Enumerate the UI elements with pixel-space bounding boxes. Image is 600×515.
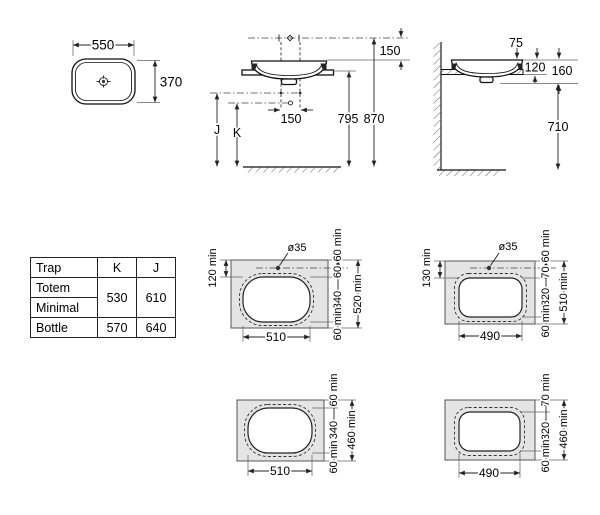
- faucet-mark-diamond: [286, 34, 294, 42]
- dim-870-label: 870: [364, 112, 385, 126]
- trap-bottle-cell: Bottle: [30, 317, 98, 338]
- basin-footprint-outline: [454, 273, 527, 322]
- front-view: 150 J K 795 870 150: [210, 28, 410, 173]
- dim-490-label: 490: [480, 329, 500, 343]
- k-header-cell: K: [97, 257, 137, 278]
- cutout-outline: [458, 277, 523, 318]
- floor-hatch-side: [439, 170, 500, 176]
- trap-header-cell: Trap: [30, 257, 98, 278]
- dim-k-label: K: [233, 126, 242, 140]
- k-570-cell: 570: [97, 317, 137, 338]
- dim-j-label: J: [214, 123, 220, 137]
- dim-70-label: 70: [540, 266, 552, 278]
- trap-minimal-cell: Minimal: [30, 297, 98, 318]
- dim-320-label: 320: [540, 422, 552, 440]
- dim-460min-label: 460 min: [346, 410, 358, 449]
- dim-550-label: 550: [92, 38, 115, 53]
- trap-totem-cell: Totem: [30, 277, 98, 298]
- drain-icon: [96, 75, 111, 88]
- basin-front-profile: [250, 60, 328, 80]
- cutout-template-a: ø35 120 min 60 min 60 340 60 min 520 min…: [205, 227, 366, 346]
- cutout-template-c: 60 min 340 60 min 460 min 510: [236, 372, 360, 480]
- table-row: Trap K J: [30, 257, 176, 278]
- dim-120-label: 120: [525, 61, 546, 75]
- mount-clip-right: [320, 63, 327, 70]
- dim-70min-top-label: 70 min: [540, 373, 552, 406]
- dim-340-label: 340: [332, 291, 344, 309]
- dim-490-label: 490: [479, 466, 499, 480]
- hole-diameter-label: ø35: [288, 242, 307, 254]
- basin-rim-inner: [75, 62, 132, 101]
- basin-footprint-outline: [454, 407, 525, 456]
- dim-60min-bottom-label: 60 min: [332, 307, 344, 340]
- j-610-cell: 610: [136, 277, 176, 318]
- floor-hatch-front: [247, 167, 340, 173]
- dim-120min-label: 120 min: [207, 248, 219, 287]
- table-row: Bottle 570 640: [30, 317, 176, 338]
- dim-75-label: 75: [509, 36, 523, 50]
- j-640-cell: 640: [136, 317, 176, 338]
- hole-diameter-label: ø35: [499, 241, 518, 253]
- dim-60min-bottom-label: 60 min: [328, 440, 340, 473]
- dim-150-top-label: 150: [380, 44, 401, 58]
- table-row: Minimal: [30, 297, 176, 318]
- dim-60min-top-label: 60 min: [328, 373, 340, 406]
- dim-520min-label: 520 min: [352, 274, 364, 313]
- j-header-cell: J: [136, 257, 176, 278]
- cutout-outline: [458, 411, 521, 452]
- wall-hatch: [433, 43, 441, 170]
- basin-footprint-outline: [239, 273, 314, 326]
- drain-trap-side: [479, 76, 494, 84]
- dim-160-label: 160: [552, 64, 573, 78]
- dim-60min-bottom-label: 60 min: [540, 439, 552, 472]
- dim-60min-bottom-label: 60 min: [540, 304, 552, 337]
- plan-view: 550 370: [71, 36, 184, 105]
- dim-60min-top-label: 60 min: [332, 228, 344, 261]
- cutout-template-b: ø35 130 min 60 min 70 320 60 min 510 min…: [419, 228, 572, 345]
- dim-130min-label: 130 min: [421, 248, 433, 287]
- dim-150-center-label: 150: [281, 112, 302, 126]
- table-row: Totem 530 610: [30, 277, 176, 318]
- k-530-cell: 530: [97, 277, 137, 318]
- dim-60min-top-label: 60 min: [540, 229, 552, 262]
- basin-footprint-outline: [244, 404, 316, 457]
- dim-510-label: 510: [266, 330, 286, 344]
- dim-370-label: 370: [160, 75, 183, 90]
- dim-510-label: 510: [270, 464, 290, 478]
- faucet-hole: [486, 265, 492, 271]
- faucet-hole: [275, 265, 281, 271]
- cutout-outline: [247, 407, 313, 454]
- dim-460min-label: 460 min: [558, 409, 570, 448]
- dim-60-label: 60: [332, 266, 344, 278]
- cutout-template-d: 70 min 320 60 min 460 min 490: [444, 372, 572, 482]
- drain-trap-front: [280, 78, 298, 86]
- mount-clip-left: [251, 63, 258, 70]
- dim-795-label: 795: [338, 112, 359, 126]
- trap-table: Trap K J Totem 530 610 Minimal Bottle 57…: [30, 257, 176, 338]
- cutout-outline: [242, 276, 311, 323]
- side-view: 75 120 160 710: [433, 34, 578, 176]
- dim-320-label: 320: [540, 288, 552, 306]
- dim-340-label: 340: [328, 421, 340, 439]
- dim-510min-label: 510 min: [558, 272, 570, 311]
- dim-710-label: 710: [548, 120, 569, 134]
